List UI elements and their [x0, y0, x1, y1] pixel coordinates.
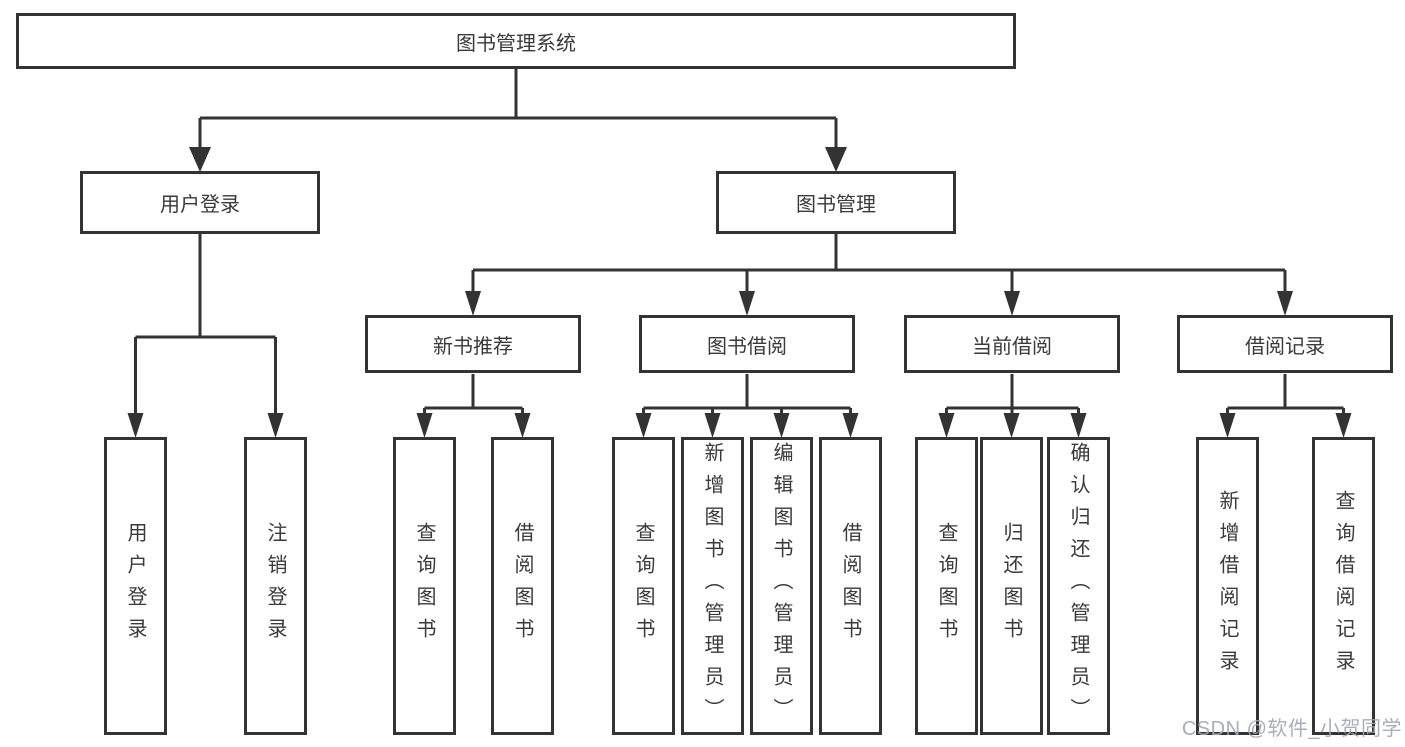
leaf-logout: 注销登录 — [244, 437, 307, 735]
arrow-down-icon — [267, 413, 284, 438]
arrow-down-icon — [465, 291, 481, 316]
leaf-confirm-return-admin: 确认归还（管理员） — [1047, 437, 1110, 735]
arrow-down-icon — [1004, 291, 1020, 316]
node-root-system: 图书管理系统 — [16, 13, 1016, 69]
leaf-borrow-books-recommend: 借阅图书 — [491, 437, 554, 735]
connector-line — [134, 234, 277, 414]
connector-line — [1226, 374, 1345, 414]
csdn-watermark: CSDN @软件_小贺同学 — [1181, 718, 1402, 740]
arrow-down-icon — [514, 413, 531, 438]
leaf-return-books: 归还图书 — [980, 437, 1043, 735]
connector-line — [642, 374, 852, 414]
connector-line — [198, 69, 838, 149]
arrow-down-icon — [1219, 413, 1236, 438]
leaf-edit-book-admin: 编辑图书（管理员） — [750, 437, 813, 735]
node-user-login: 用户登录 — [80, 171, 320, 234]
arrow-down-icon — [842, 413, 859, 438]
leaf-query-books-recommend: 查询图书 — [393, 437, 456, 735]
leaf-user-login: 用户登录 — [104, 437, 167, 735]
leaf-query-books-current: 查询图书 — [915, 437, 978, 735]
leaf-query-borrow-record: 查询借阅记录 — [1312, 437, 1375, 735]
arrow-down-icon — [1277, 291, 1293, 316]
arrow-down-icon — [739, 291, 755, 316]
node-book-management: 图书管理 — [716, 171, 956, 234]
connector-line — [471, 234, 1287, 292]
arrow-down-icon — [635, 413, 652, 438]
arrow-down-icon — [938, 413, 955, 438]
node-new-book-recommend: 新书推荐 — [365, 315, 581, 373]
arrow-down-icon — [773, 413, 790, 438]
leaf-add-book-admin: 新增图书（管理员） — [681, 437, 744, 735]
connector-line — [423, 374, 524, 414]
arrow-down-icon — [1070, 413, 1087, 438]
arrow-down-icon — [189, 147, 211, 172]
arrow-down-icon — [416, 413, 433, 438]
leaf-add-borrow-record: 新增借阅记录 — [1196, 437, 1259, 735]
arrow-down-icon — [1003, 413, 1020, 438]
node-current-borrow: 当前借阅 — [904, 315, 1120, 373]
leaf-borrow-books: 借阅图书 — [819, 437, 882, 735]
connector-line — [945, 374, 1080, 414]
arrow-down-icon — [127, 413, 144, 438]
arrow-down-icon — [825, 147, 847, 172]
leaf-query-books-borrow: 查询图书 — [612, 437, 675, 735]
node-borrow-records: 借阅记录 — [1177, 315, 1393, 373]
arrow-down-icon — [704, 413, 721, 438]
node-book-borrow: 图书借阅 — [639, 315, 855, 373]
arrow-down-icon — [1335, 413, 1352, 438]
